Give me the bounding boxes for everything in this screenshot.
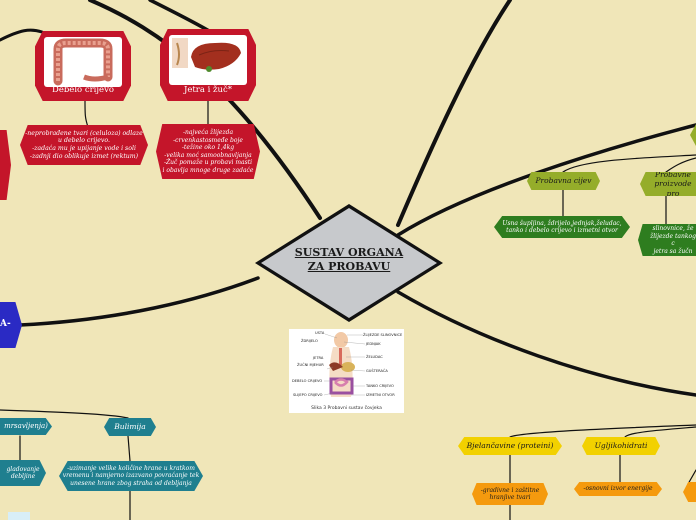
liver-desc-line6: i obavlja mnoge druge zadaće xyxy=(162,166,254,174)
liver-node[interactable]: Jetra i žuč* xyxy=(160,29,256,101)
liver-illustration-icon xyxy=(169,35,247,85)
digestive-glands-desc-line1: slinovnice, že xyxy=(652,225,694,232)
anorexia-partial-node[interactable]: mrsavljenja) xyxy=(0,418,52,435)
anorexia-description-node[interactable]: gladovanje debljine xyxy=(0,460,46,486)
liver-label: Jetra i žuč* xyxy=(183,85,233,95)
liver-desc-line2: -crvenkastosmeđe boje xyxy=(173,136,243,144)
bulimia-description-node[interactable]: -uzimanje velike količine hrane u kratko… xyxy=(59,461,203,491)
figure-label-small-intestine: TANKO CRIJEVO xyxy=(366,384,394,388)
bottom-left-partial-node[interactable] xyxy=(8,512,30,520)
liver-description-node[interactable]: -najveća žlijezda -crvenkastosmeđe boje … xyxy=(156,124,260,179)
carbohydrates-desc: -osnovni izvor energije xyxy=(583,485,653,493)
anorexia-desc-line2: debljine xyxy=(10,473,36,480)
central-topic-title: SUSTAV ORGANA ZA PROBAVU xyxy=(253,246,445,275)
digestive-glands-description-node[interactable]: slinovnice, že žlijezde tankog c jetra s… xyxy=(638,224,696,256)
proteins-node[interactable]: Bjelančavine (proteini) xyxy=(458,437,562,455)
figure-caption: Slika 3 Probavni sustav čovjeka xyxy=(311,406,382,411)
bulimia-node[interactable]: Bulimija xyxy=(104,418,156,436)
central-topic-node[interactable]: SUSTAV ORGANA ZA PROBAVU xyxy=(253,202,445,324)
central-title-line1: SUSTAV ORGANA xyxy=(294,246,404,259)
carbohydrates-label: Ugljikohidrati xyxy=(594,441,648,451)
colon-illustration-icon xyxy=(44,37,122,87)
colon-node[interactable]: Debelo crijevo xyxy=(35,31,131,101)
figure-label-salivary: ŽLIJEZDE SLINOVNICE xyxy=(363,333,403,337)
proteins-desc-line1: -gradivne i zaštitne xyxy=(480,486,540,494)
left-edge-topic-node[interactable]: A- xyxy=(0,302,22,348)
digestive-glands-desc-line2: žlijezde tankog c xyxy=(650,232,696,248)
figure-label-appendix: SLIJEPO CRIJEVO xyxy=(293,393,323,397)
liver-desc-line1: -najveća žlijezda xyxy=(182,129,234,136)
figure-label-mouth: USTA xyxy=(315,331,325,335)
central-diamond-shape xyxy=(255,204,443,322)
figure-label-large-intestine: DEBELO CRIJEVO xyxy=(292,379,323,383)
colon-desc-line2: u debelo crijevo. xyxy=(58,137,110,145)
bulimia-desc-line1: -uzimanje velike količine hrane u kratko… xyxy=(67,464,195,472)
digestive-system-figure: USTA ŽLIJEZDE SLINOVNICE ŽDRIJELO JEDNJA… xyxy=(289,329,404,413)
figure-label-stomach: ŽELUDAC xyxy=(366,355,383,359)
colon-label: Debelo crijevo xyxy=(52,85,114,95)
anorexia-desc-line1: gladovanje xyxy=(6,465,40,473)
left-partial-red-node[interactable] xyxy=(0,130,11,200)
digestive-glands-line1: Probavne xyxy=(655,169,691,179)
digestive-glands-node[interactable]: Probavne proizvode pro xyxy=(640,172,696,196)
figure-label-liver: JETRA xyxy=(313,356,324,360)
digestive-tube-desc-line1: Usna šupljina, ždrijelo,jednjak,želudac, xyxy=(502,219,622,227)
digestive-tube-node[interactable]: Probavna cijev xyxy=(527,172,600,190)
colon-desc-line4: -zadnji dio oblikuje izmet (rektum) xyxy=(29,152,139,160)
proteins-label: Bjelančavine (proteini) xyxy=(466,441,554,451)
proteins-desc-line2: hranjive tvari xyxy=(489,494,531,501)
digestive-glands-line2: proizvode pro xyxy=(654,179,692,198)
bulimia-desc-line3: unesene hrane zbog straha od debljanja xyxy=(70,479,192,487)
figure-label-pancreas: GUŠTERAČA xyxy=(366,369,388,373)
figure-label-pharynx: ŽDRIJELO xyxy=(301,339,318,343)
anorexia-partial-label: mrsavljenja) xyxy=(4,422,48,431)
right-partial-orange-node[interactable] xyxy=(683,482,696,502)
digestive-tube-desc-line2: tanko i debelo crijevo i izmetni otvor xyxy=(506,227,618,234)
digestive-tube-label: Probavna cijev xyxy=(535,176,592,186)
bulimia-desc-line2: vremenu i namjerno izazvano povraćanje t… xyxy=(62,472,200,480)
carbohydrates-description-node[interactable]: -osnovni izvor energije xyxy=(574,482,662,496)
digestive-tube-description-node[interactable]: Usna šupljina, ždrijelo,jednjak,želudac,… xyxy=(494,216,630,238)
figure-label-anus: IZMETNI OTVOR xyxy=(366,393,395,397)
digestive-system-illustration-icon xyxy=(323,332,366,397)
figure-label-esophagus: JEDNJAK xyxy=(366,342,381,346)
bulimia-label: Bulimija xyxy=(114,422,146,432)
liver-desc-line5: -Žuč pomaže u probavi masti xyxy=(163,159,253,166)
liver-desc-line4: -velika moć samoobnavljanja xyxy=(164,151,252,159)
liver-desc-line3: -težine oko 1,4kg xyxy=(181,144,235,151)
digestive-glands-desc-line3: jetra sa žučn xyxy=(653,247,693,255)
figure-label-gallbladder: ŽUČNI MJEHUR xyxy=(297,363,324,367)
colon-description-node[interactable]: -neprobrađene tvari (celuloza) odlaze u … xyxy=(20,125,148,165)
carbohydrates-node[interactable]: Ugljikohidrati xyxy=(582,437,660,455)
proteins-description-node[interactable]: -gradivne i zaštitne hranjive tvari xyxy=(472,483,548,505)
colon-desc-line1: -neprobrađene tvari (celuloza) odlaze xyxy=(25,129,143,137)
left-edge-label: A- xyxy=(0,319,11,330)
colon-desc-line3: -zadaća mu je upijanje vode i soli xyxy=(32,145,136,152)
central-title-line2: ZA PROBAVU xyxy=(307,260,391,274)
right-edge-partial-node[interactable] xyxy=(690,124,696,146)
